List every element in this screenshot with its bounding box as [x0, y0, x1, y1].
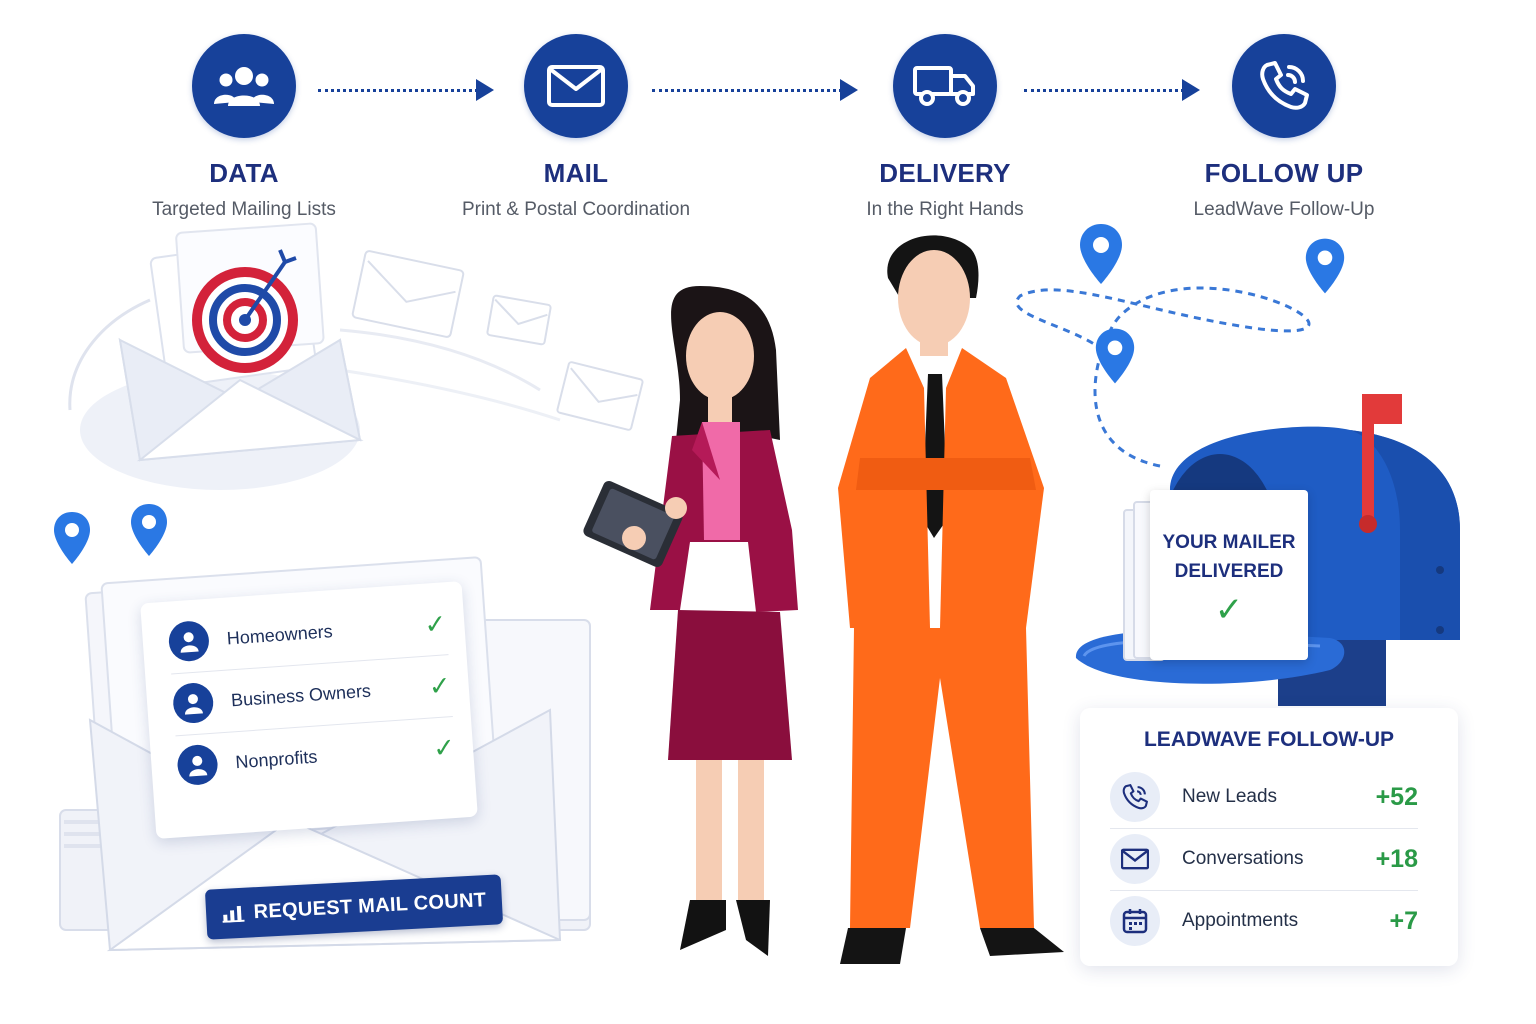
- panel-title: LEADWAVE FOLLOW-UP: [1143, 728, 1394, 751]
- metric-row-new-leads: New Leads +52: [1110, 766, 1418, 829]
- user-icon: [171, 681, 215, 725]
- flow-arrow: [318, 79, 494, 101]
- mailer-title-line1: YOUR MAILER: [1162, 532, 1296, 553]
- envelope-icon: [547, 65, 605, 107]
- step-subtitle: LeadWave Follow-Up: [1193, 199, 1375, 220]
- businesswoman-figure: [583, 286, 798, 956]
- location-pin-icon: [1080, 224, 1122, 284]
- user-icon: [167, 619, 211, 663]
- metric-label: New Leads: [1182, 786, 1278, 807]
- metric-label: Conversations: [1182, 848, 1304, 869]
- flying-envelope-icon: [351, 250, 465, 338]
- step-follow-up-circle: [1232, 34, 1336, 138]
- businessman-figure: [838, 235, 1064, 964]
- metric-row-appointments: Appointments +7: [1110, 890, 1418, 952]
- step-data-circle: [192, 34, 296, 138]
- list-item[interactable]: Business Owners ✓: [171, 654, 453, 737]
- delivery-route-illustration: [1015, 286, 1311, 468]
- step-mail-circle: [524, 34, 628, 138]
- user-icon: [176, 743, 219, 787]
- metric-label: Appointments: [1182, 910, 1299, 931]
- metric-value: +52: [1375, 782, 1418, 811]
- flow-arrow: [1024, 79, 1200, 101]
- step-subtitle: Print & Postal Coordination: [461, 199, 691, 220]
- phone-icon: [1110, 772, 1160, 822]
- leadwave-follow-up-panel: LEADWAVE FOLLOW-UP New Leads +52 Convers…: [1080, 708, 1458, 966]
- phone-icon: [1260, 61, 1309, 110]
- request-mail-count-label: REQUEST MAIL COUNT: [253, 888, 487, 923]
- step-follow-up: FOLLOW UP LeadWave Follow-Up: [1134, 34, 1434, 221]
- flying-envelope-icon: [556, 361, 644, 431]
- target-envelope-illustration: [68, 222, 644, 490]
- people-icon: [214, 67, 274, 106]
- calendar-icon: [1110, 896, 1160, 946]
- metric-value: +7: [1389, 906, 1418, 935]
- metric-row-conversations: Conversations +18: [1110, 828, 1418, 891]
- mailer-delivered-card: YOUR MAILER DELIVERED ✓: [1150, 490, 1308, 660]
- step-delivery-circle: [893, 34, 997, 138]
- mailer-title: YOUR MAILER DELIVERED: [1150, 528, 1308, 586]
- check-icon: ✓: [423, 607, 448, 640]
- metric-value: +18: [1375, 844, 1418, 873]
- list-item[interactable]: Homeowners ✓: [166, 592, 449, 675]
- mailer-title-line2: DELIVERED: [1174, 561, 1284, 582]
- list-item-label: Business Owners: [230, 680, 372, 710]
- step-title: FOLLOW UP: [1204, 158, 1364, 188]
- step-title: MAIL: [543, 158, 609, 188]
- location-pin-icon: [131, 504, 167, 556]
- envelope-icon: [1110, 834, 1160, 884]
- request-mail-count-button[interactable]: REQUEST MAIL COUNT: [204, 874, 504, 940]
- list-item[interactable]: Nonprofits ✓: [175, 716, 457, 797]
- location-pin-icon: [54, 512, 90, 564]
- step-subtitle: In the Right Hands: [866, 199, 1024, 220]
- flow-arrow: [652, 79, 858, 101]
- step-subtitle: Targeted Mailing Lists: [152, 199, 336, 220]
- step-delivery: DELIVERY In the Right Hands: [795, 34, 1095, 221]
- check-icon: ✓: [427, 669, 452, 702]
- step-data: DATA Targeted Mailing Lists: [94, 34, 394, 221]
- step-title: DATA: [209, 158, 279, 188]
- audience-list-card: Homeowners ✓ Business Owners ✓ Nonprofit…: [140, 581, 478, 839]
- location-pin-icon: [1095, 328, 1135, 384]
- step-title: DELIVERY: [879, 158, 1011, 188]
- bar-chart-icon: [222, 905, 245, 923]
- list-item-label: Nonprofits: [234, 746, 318, 772]
- truck-icon: [913, 66, 975, 106]
- target-icon: [192, 249, 298, 373]
- step-mail: MAIL Print & Postal Coordination: [426, 34, 726, 221]
- location-pin-icon: [1305, 238, 1345, 294]
- list-item-label: Homeowners: [226, 620, 334, 649]
- check-icon: ✓: [432, 731, 456, 763]
- flying-envelope-icon: [486, 294, 552, 346]
- check-icon: ✓: [1214, 591, 1244, 629]
